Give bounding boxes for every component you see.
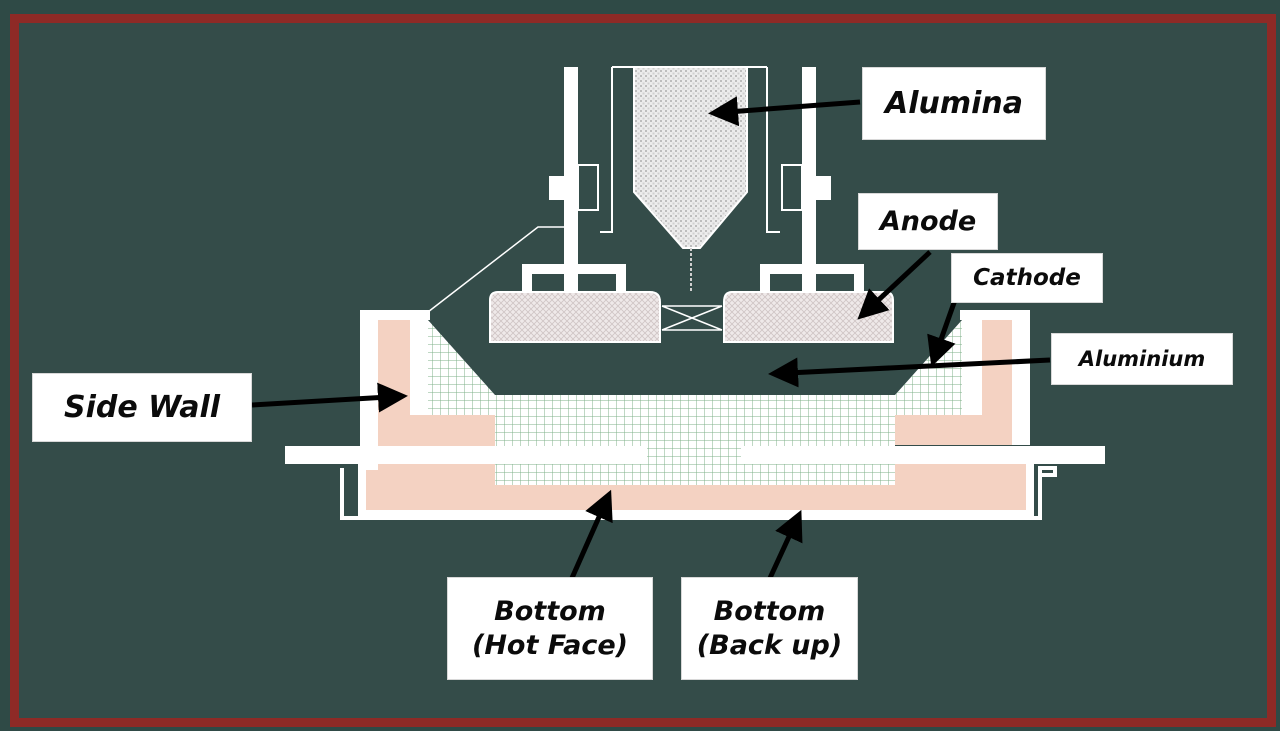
callout-arrows — [251, 96, 1051, 580]
side-walls — [360, 310, 1030, 470]
label-alumina-text: Alumina — [884, 85, 1023, 121]
label-bottom-hot-face: Bottom (Hot Face) — [447, 577, 653, 680]
label-bottom-back-up-line2: (Back up) — [696, 629, 843, 661]
label-anode-text: Anode — [879, 205, 977, 237]
anode-rods — [522, 67, 864, 292]
arrow-anode — [857, 250, 932, 320]
side-wall-left — [378, 320, 495, 448]
label-bottom-hot-face-line2: (Hot Face) — [471, 629, 628, 661]
label-alumina: Alumina — [862, 67, 1046, 140]
label-aluminium: Aluminium — [1051, 333, 1233, 385]
cathode-block — [428, 320, 962, 485]
collector-bar-left — [285, 446, 647, 464]
alumina-hopper — [633, 66, 748, 292]
arrow-cathode — [927, 299, 958, 367]
label-anode: Anode — [858, 193, 998, 250]
arrow-bottom-back-up — [767, 509, 803, 580]
label-bottom-hot-face-line1: Bottom — [494, 595, 606, 627]
label-side-wall-text: Side Wall — [63, 389, 221, 425]
collector-bar-right — [741, 446, 1105, 464]
label-bottom-back-up-line1: Bottom — [713, 595, 826, 627]
arrow-bottom-hot-face — [569, 489, 613, 580]
alumina-feeder — [633, 66, 748, 249]
arrow-side-wall — [251, 382, 408, 413]
cathode-lining — [410, 320, 982, 485]
anodes — [489, 291, 894, 343]
label-aluminium-text: Aluminium — [1078, 346, 1206, 371]
arrow-aluminium — [768, 357, 1051, 388]
label-cathode: Cathode — [951, 253, 1103, 303]
label-bottom-back-up: Bottom (Back up) — [681, 577, 858, 680]
side-wall-right — [895, 320, 1012, 445]
label-side-wall: Side Wall — [32, 373, 252, 442]
collector-bars — [285, 446, 1105, 464]
anode-left — [489, 291, 661, 343]
anode-right — [723, 291, 894, 343]
crust-breaker — [661, 305, 723, 331]
arrow-alumina — [708, 96, 861, 127]
label-cathode-text: Cathode — [973, 264, 1081, 291]
